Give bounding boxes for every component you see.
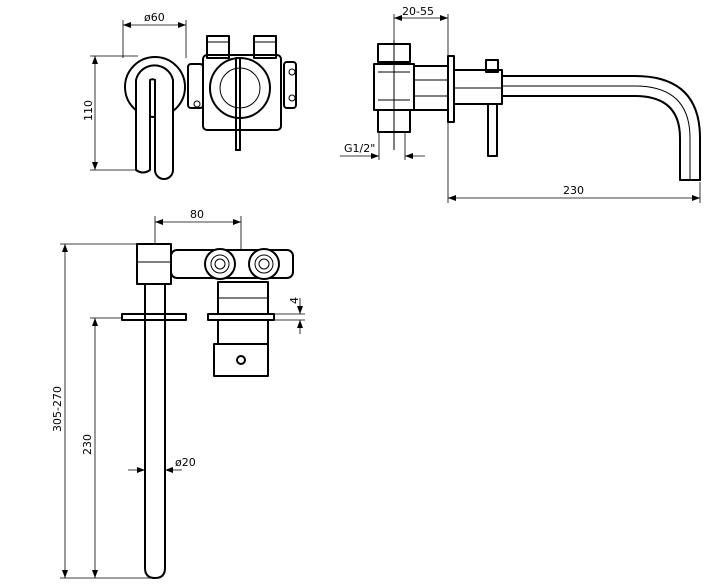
side-lever	[487, 103, 498, 157]
front-view: ø60 110	[82, 11, 297, 180]
dim-spout-diameter: ø20	[175, 456, 196, 469]
top-spout-plate	[121, 313, 187, 321]
top-valve-cap	[213, 343, 269, 377]
top-valve-screw	[236, 355, 246, 365]
dim-plate-thickness: 4	[288, 297, 301, 304]
side-handle-body	[453, 69, 503, 105]
dim-spout-reach: 230	[563, 184, 584, 197]
top-connector-tube	[170, 249, 294, 279]
side-spout-top	[501, 75, 701, 181]
dim-depth-range: 20-55	[402, 5, 434, 18]
valve-inlet-right	[253, 35, 277, 59]
valve-inlet-left	[206, 35, 230, 59]
top-spout-tube	[144, 283, 166, 579]
side-view: 20-55 G1/2" 230	[340, 5, 701, 203]
dim-handle-spacing: 80	[190, 208, 204, 221]
front-lever	[135, 64, 174, 180]
dim-height: 110	[82, 100, 95, 121]
side-spout-bottom	[501, 95, 681, 181]
top-handle-left	[204, 248, 236, 280]
top-view: 80 4 305-270 230 ø20	[51, 208, 305, 579]
top-handle-right	[248, 248, 280, 280]
valve-bracket-right	[283, 61, 297, 109]
side-handle-top	[485, 59, 499, 73]
dim-spout-length: 230	[81, 434, 94, 455]
dim-thread: G1/2"	[344, 142, 375, 155]
valve-bracket-left	[187, 63, 204, 109]
side-connector	[413, 65, 449, 111]
dim-top-diameter: ø60	[144, 11, 165, 24]
top-spout-elbow	[136, 243, 172, 285]
dim-total-length: 305-270	[51, 386, 64, 432]
top-valve-lower	[217, 319, 269, 345]
